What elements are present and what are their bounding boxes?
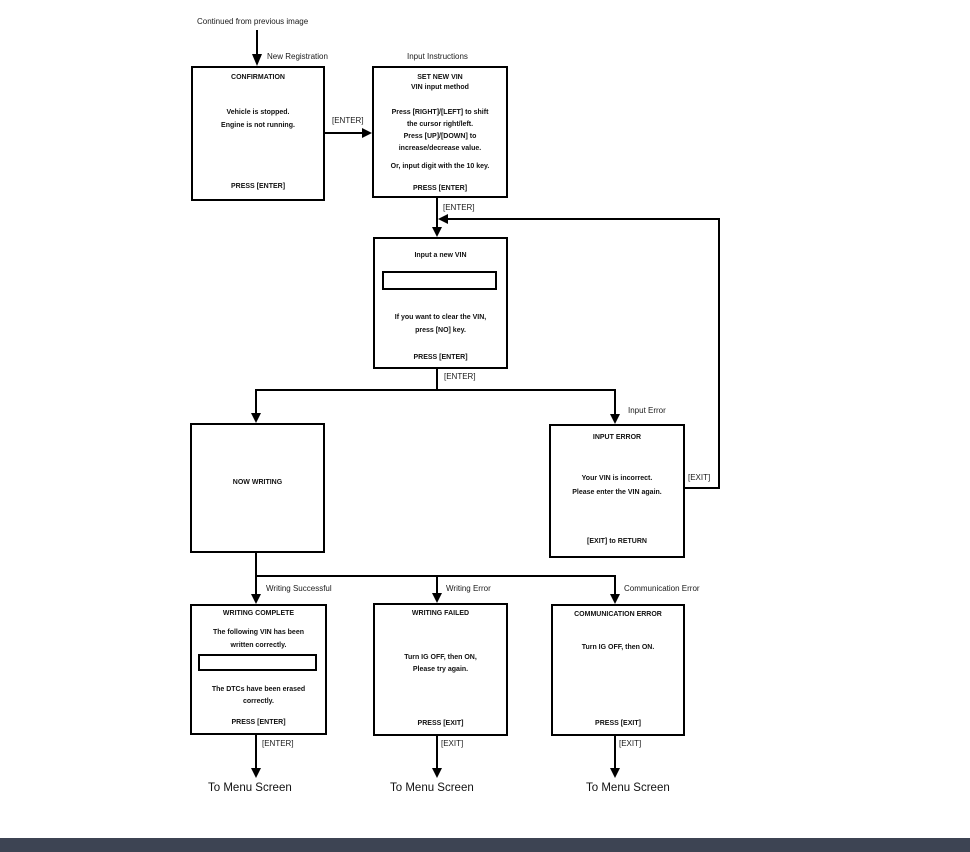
screen-text: increase/decrease value. (398, 145, 482, 152)
vin-entry-field (382, 271, 497, 290)
flow-line (614, 575, 616, 595)
flow-line (255, 575, 257, 595)
screen-text: Engine is not running. (221, 122, 295, 129)
screen-title: CONFIRMATION (231, 74, 285, 81)
entry-flow-line (256, 30, 258, 56)
arrowhead-icon (251, 413, 261, 423)
screen-text: Your VIN is incorrect. (581, 475, 653, 482)
flow-line (436, 369, 438, 391)
screen-title: SET NEW VIN (417, 74, 463, 81)
tag-writing-successful: Writing Successful (266, 584, 332, 593)
flow-line (325, 132, 363, 134)
screen-text: Please enter the VIN again. (572, 489, 662, 496)
screen-set-new-vin: SET NEW VIN VIN input method Press [RIGH… (372, 66, 508, 198)
screen-text: Or, input digit with the 10 key. (390, 163, 490, 170)
flow-line (436, 736, 438, 769)
flow-line (436, 198, 438, 228)
key-enter-label: [ENTER] (443, 203, 475, 212)
screen-text: written correctly. (230, 642, 287, 649)
screen-subtitle: VIN input method (411, 84, 469, 91)
to-menu-screen-label: To Menu Screen (390, 782, 474, 794)
to-menu-screen-label: To Menu Screen (586, 782, 670, 794)
screen-title: WRITING FAILED (411, 610, 470, 617)
screen-title: INPUT ERROR (592, 434, 642, 441)
screen-title: WRITING COMPLETE (222, 610, 295, 617)
screen-text: Vehicle is stopped. (226, 109, 290, 116)
screen-confirmation: CONFIRMATION Vehicle is stopped. Engine … (191, 66, 325, 201)
return-flow-line (718, 218, 720, 489)
screen-text: correctly. (243, 698, 274, 705)
footer-bar (0, 838, 970, 852)
flow-line (255, 735, 257, 769)
screen-title: NOW WRITING (232, 479, 283, 486)
entry-label: Continued from previous image (197, 17, 309, 26)
flow-line (614, 736, 616, 769)
screen-footer: PRESS [EXIT] (595, 720, 641, 727)
arrowhead-icon (432, 593, 442, 603)
branch-flow-line (255, 575, 616, 577)
screen-title: COMMUNICATION ERROR (574, 611, 662, 618)
key-enter-label: [ENTER] (332, 116, 364, 125)
screen-writing-failed: WRITING FAILED Turn IG OFF, then ON, Ple… (373, 603, 508, 736)
key-exit-label: [EXIT] (688, 473, 711, 482)
screen-footer: PRESS [ENTER] (230, 183, 286, 190)
tag-communication-error: Communication Error (624, 584, 700, 593)
screen-writing-complete: WRITING COMPLETE The following VIN has b… (190, 604, 327, 735)
return-arrowhead-icon (438, 214, 448, 224)
screen-text: Turn IG OFF, then ON. (581, 644, 655, 651)
screen-footer: PRESS [ENTER] (412, 185, 468, 192)
screen-title: Input a new VIN (414, 252, 467, 259)
vin-display-field (198, 654, 317, 671)
arrowhead-icon (432, 768, 442, 778)
screen-text: The following VIN has been (212, 629, 304, 636)
screen-text: the cursor right/left. (406, 121, 474, 128)
screen-footer: PRESS [ENTER] (231, 719, 286, 726)
flow-line (614, 389, 616, 415)
arrowhead-icon (251, 768, 261, 778)
screen-input-new-vin: Input a new VIN If you want to clear the… (373, 237, 508, 369)
key-exit-label: [EXIT] (441, 739, 464, 748)
tag-writing-error: Writing Error (446, 584, 491, 593)
arrowhead-icon (251, 594, 261, 604)
flow-line (255, 389, 257, 414)
screen-text: The DTCs have been erased (211, 686, 306, 693)
branch-flow-line (255, 389, 616, 391)
screen-text: Please try again. (412, 666, 469, 673)
flow-line (436, 575, 438, 594)
return-flow-line (446, 218, 720, 220)
tag-new-registration: New Registration (267, 52, 328, 61)
screen-text: If you want to clear the VIN, (394, 314, 487, 321)
screen-text: Press [UP]/[DOWN] to (403, 133, 477, 140)
flow-line (255, 553, 257, 577)
tag-input-error: Input Error (628, 406, 666, 415)
key-exit-label: [EXIT] (619, 739, 642, 748)
screen-footer: PRESS [ENTER] (413, 354, 468, 361)
screen-text: Press [RIGHT]/[LEFT] to shift (391, 109, 489, 116)
screen-communication-error: COMMUNICATION ERROR Turn IG OFF, then ON… (551, 604, 685, 736)
screen-footer: PRESS [EXIT] (417, 720, 464, 727)
arrowhead-icon (610, 768, 620, 778)
screen-text: Turn IG OFF, then ON, (404, 654, 477, 661)
screen-footer: [EXIT] to RETURN (587, 538, 647, 545)
tag-input-instructions: Input Instructions (407, 52, 468, 61)
to-menu-screen-label: To Menu Screen (208, 782, 292, 794)
screen-now-writing: NOW WRITING (190, 423, 325, 553)
key-enter-label: [ENTER] (444, 372, 476, 381)
return-flow-line (685, 487, 720, 489)
screen-text: press [NO] key. (415, 327, 466, 334)
arrowhead-icon (610, 414, 620, 424)
screen-input-error: INPUT ERROR Your VIN is incorrect. Pleas… (549, 424, 685, 558)
arrowhead-icon (362, 128, 372, 138)
entry-arrowhead-icon (252, 54, 262, 66)
key-enter-label: [ENTER] (262, 739, 294, 748)
arrowhead-icon (432, 227, 442, 237)
arrowhead-icon (610, 594, 620, 604)
